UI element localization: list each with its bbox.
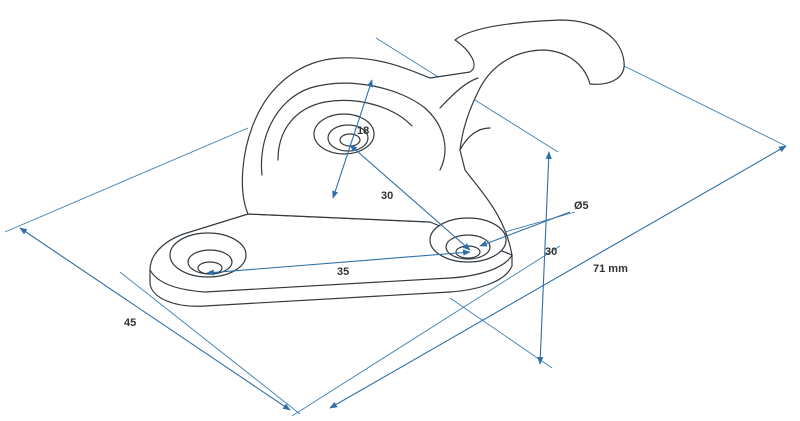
label-hole-diameter: 18 [357,125,369,137]
label-base-width: 45 [124,317,136,329]
label-height: 30 [545,246,557,258]
label-length-total: 71 mm [593,263,628,275]
dim-line-length-total [329,145,787,409]
label-pitch-diagonal: 30 [381,190,393,202]
dimension-lines [19,79,787,411]
label-screw-hole: Ø5 [574,200,589,212]
dim-line-screw-hole [479,211,571,247]
dim-line-base-width [19,227,291,411]
label-hole-spacing: 35 [337,266,349,278]
dimension-labels: 18 30 Ø5 30 71 mm 35 45 [124,125,628,329]
